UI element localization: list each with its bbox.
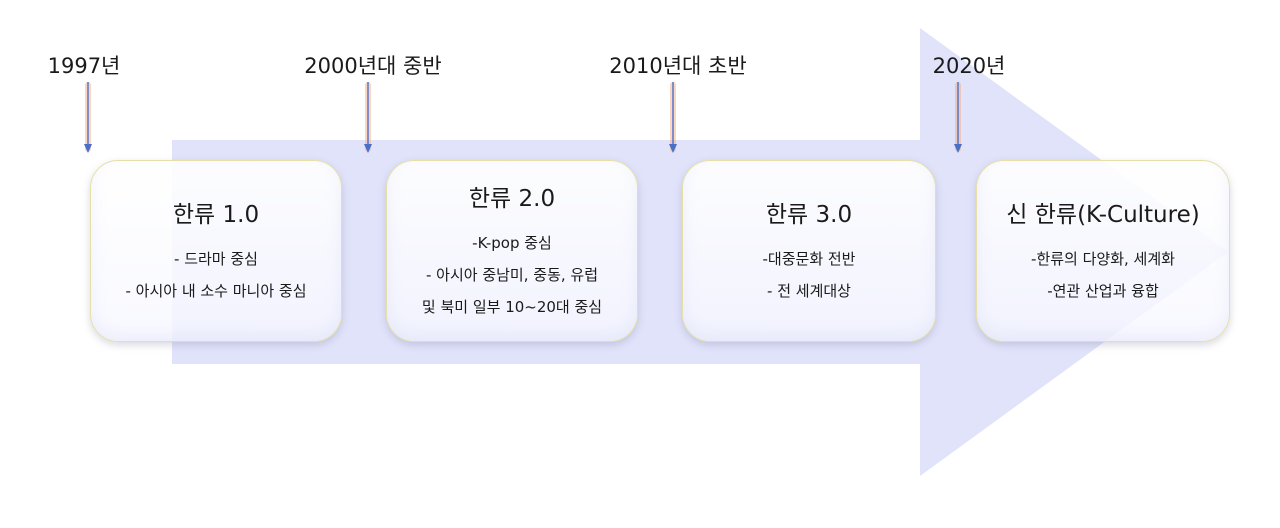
era-card-4: 신 한류(K-Culture) -한류의 다양화, 세계화 -연관 산업과 융합	[976, 160, 1230, 342]
era-card-line: -K-pop 중심	[472, 234, 552, 252]
era-card-line: - 아시아 내 소수 마니아 중심	[125, 282, 307, 300]
year-label-3: 2010년대 초반	[609, 54, 747, 78]
era-card-2: 한류 2.0 -K-pop 중심 - 아시아 중남미, 중동, 유럽 및 북미 …	[386, 160, 638, 342]
era-card-title: 한류 3.0	[765, 202, 853, 228]
down-arrow-icon	[954, 82, 962, 153]
era-card-title: 한류 1.0	[172, 202, 260, 228]
era-card-line: - 전 세계대상	[767, 282, 851, 300]
era-card-line: - 아시아 중남미, 중동, 유럽	[425, 266, 599, 284]
down-arrow-icon	[364, 82, 372, 153]
era-card-line: -대중문화 전반	[762, 250, 856, 268]
era-card-3: 한류 3.0 -대중문화 전반 - 전 세계대상	[682, 160, 936, 342]
year-label-2: 2000년대 중반	[304, 54, 442, 78]
era-card-line: - 드라마 중심	[174, 250, 258, 268]
down-arrow-icon	[84, 82, 92, 153]
year-label-4: 2020년	[932, 54, 1006, 78]
era-card-line: -연관 산업과 융합	[1047, 282, 1159, 300]
era-card-line: 및 북미 일부 10~20대 중심	[421, 298, 603, 316]
era-card-1: 한류 1.0 - 드라마 중심 - 아시아 내 소수 마니아 중심	[90, 160, 342, 342]
down-arrow-icon	[669, 82, 677, 153]
year-label-1: 1997년	[47, 54, 121, 78]
era-card-line: -한류의 다양화, 세계화	[1031, 250, 1175, 268]
era-card-title: 한류 2.0	[468, 186, 556, 212]
era-card-title: 신 한류(K-Culture)	[1006, 202, 1200, 228]
